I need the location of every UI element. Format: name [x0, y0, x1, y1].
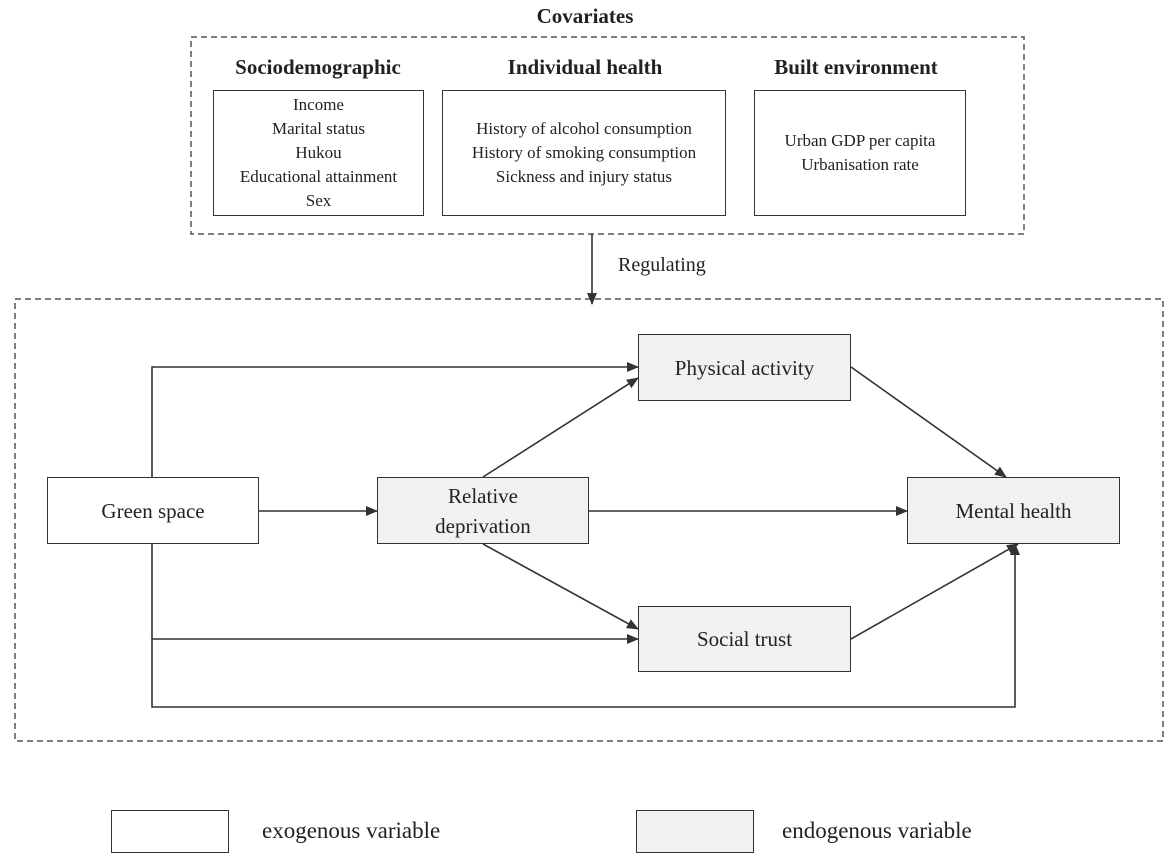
sociodemographic-box: Income Marital status Hukou Educational …: [213, 90, 424, 216]
node-physical-activity: Physical activity: [638, 334, 851, 401]
covariate-item: Sickness and injury status: [495, 167, 673, 186]
covariate-item: Income: [293, 95, 344, 114]
node-social-trust: Social trust: [638, 606, 851, 672]
arrow-relative-deprivation-to-physical-activity: [482, 377, 639, 478]
node-label: Green space: [101, 498, 205, 523]
covariate-item: Sex: [305, 191, 332, 210]
covariate-item: Marital status: [271, 119, 365, 138]
covariate-item: Urbanisation rate: [801, 155, 919, 174]
node-label: Physical activity: [674, 355, 815, 380]
sociodemographic-heading: Sociodemographic: [235, 55, 401, 79]
covariate-item: Urban GDP per capita: [784, 131, 936, 150]
covariate-item: History of smoking consumption: [471, 143, 697, 162]
legend-swatch-endogenous: [636, 810, 754, 853]
legend-label-endogenous: endogenous variable: [782, 818, 972, 843]
node-green-space: Green space: [47, 477, 259, 544]
arrow-social-trust-to-mental-health: [850, 543, 1019, 640]
covariate-item: Educational attainment: [239, 167, 398, 186]
covariates-frame: [190, 36, 1025, 235]
arrow-relative-deprivation-to-social-trust: [482, 543, 639, 630]
individual-health-heading: Individual health: [507, 55, 663, 79]
arrow-physical-activity-to-mental-health: [850, 366, 1007, 478]
node-label: Social trust: [696, 627, 793, 651]
node-label: Mental health: [955, 498, 1072, 523]
covariates-title: Covariates: [536, 4, 634, 28]
node-label: deprivation: [435, 513, 531, 538]
legend-label-exogenous: exogenous variable: [262, 818, 441, 843]
regulating-label: Regulating: [618, 254, 706, 276]
node-label: Relative: [448, 483, 518, 508]
built-environment-heading: Built environment: [774, 55, 938, 79]
node-mental-health: Mental health: [907, 477, 1120, 544]
built-environment-box: Urban GDP per capita Urbanisation rate: [754, 90, 966, 216]
covariate-item: History of alcohol consumption: [476, 119, 692, 138]
arrow-green-space-to-social-trust: [151, 544, 639, 644]
legend-swatch-exogenous: [111, 810, 229, 853]
arrow-green-space-to-physical-activity: [151, 362, 639, 477]
covariate-item: Hukou: [295, 143, 342, 162]
node-relative-deprivation: Relative deprivation: [377, 477, 589, 544]
individual-health-box: History of alcohol consumption History o…: [442, 90, 726, 216]
arrow-green-space-to-mental-health: [151, 543, 1020, 708]
